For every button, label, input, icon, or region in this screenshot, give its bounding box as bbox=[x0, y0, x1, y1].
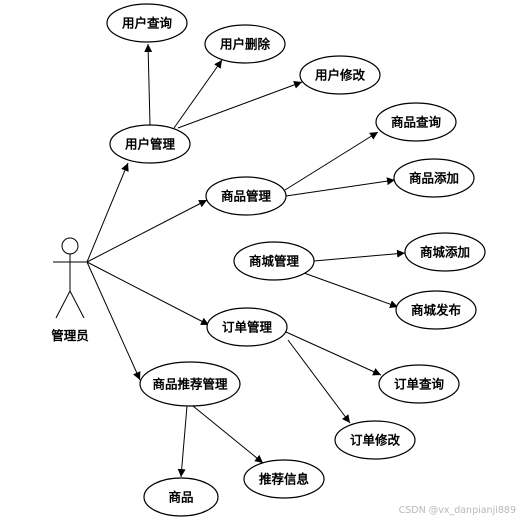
watermark: CSDN @vx_danpianji889 bbox=[399, 505, 516, 516]
use-case-mall-add: 商城添加 bbox=[404, 232, 486, 272]
use-case-label: 订单查询 bbox=[394, 377, 445, 392]
edge-recommend-recommend-info bbox=[192, 405, 264, 464]
edge-admin-goods-mgmt bbox=[86, 199, 208, 263]
use-case-mall-mgmt: 商城管理 bbox=[233, 241, 315, 281]
association-edges bbox=[86, 43, 406, 478]
actor-right-leg bbox=[69, 290, 85, 319]
use-case-label: 商品 bbox=[168, 490, 193, 505]
use-case-mall-publish: 商城发布 bbox=[395, 290, 477, 330]
use-case-user-delete: 用户删除 bbox=[204, 24, 286, 64]
use-case-user-query: 用户查询 bbox=[106, 3, 188, 43]
edge-recommend-goods bbox=[177, 405, 188, 478]
use-case-recommend-info: 推荐信息 bbox=[243, 459, 325, 499]
actor-left-leg bbox=[55, 290, 71, 319]
use-case-label: 商品查询 bbox=[391, 115, 442, 130]
use-case-goods-add: 商品添加 bbox=[393, 158, 475, 198]
use-case-label: 商品管理 bbox=[221, 189, 272, 204]
use-case-recommend-mgmt: 商品推荐管理 bbox=[139, 361, 241, 407]
use-case-label: 用户管理 bbox=[124, 137, 176, 152]
use-case-goods: 商品 bbox=[143, 477, 219, 517]
edge-admin-recommend-mgmt bbox=[86, 261, 141, 381]
use-case-goods-mgmt: 商品管理 bbox=[205, 176, 287, 216]
edge-user-mgmt-user-delete bbox=[173, 59, 223, 129]
use-case-label: 推荐信息 bbox=[259, 472, 310, 487]
use-case-label: 用户查询 bbox=[121, 16, 173, 31]
use-case-order-query: 订单查询 bbox=[378, 364, 460, 404]
use-case-goods-query: 商品查询 bbox=[375, 102, 457, 142]
edge-goods-mgmt-goods-query bbox=[284, 131, 379, 191]
use-case-label: 商品添加 bbox=[409, 171, 459, 186]
edge-order-mgmt-order-edit bbox=[287, 339, 351, 424]
use-case-label: 订单管理 bbox=[222, 320, 273, 335]
use-case-order-mgmt: 订单管理 bbox=[206, 307, 288, 347]
use-case-label: 商城发布 bbox=[411, 303, 462, 318]
use-case-label: 商品推荐管理 bbox=[152, 377, 228, 392]
use-case-label: 订单修改 bbox=[350, 433, 401, 448]
edge-user-mgmt-user-edit bbox=[177, 81, 303, 129]
use-case-label: 商城添加 bbox=[420, 245, 470, 260]
edge-admin-order-mgmt bbox=[86, 261, 210, 326]
edge-mall-mgmt-mall-publish bbox=[303, 272, 399, 309]
use-case-user-edit: 用户修改 bbox=[299, 55, 381, 95]
edge-goods-mgmt-goods-add bbox=[285, 177, 396, 197]
edge-user-mgmt-user-query bbox=[144, 43, 153, 126]
use-case-label: 商城管理 bbox=[249, 254, 300, 269]
actor-admin: 管理员 bbox=[51, 237, 89, 343]
edge-order-mgmt-order-query bbox=[285, 331, 382, 376]
edge-mall-mgmt-mall-add bbox=[313, 249, 406, 262]
actor-head bbox=[61, 237, 79, 255]
use-case-order-edit: 订单修改 bbox=[334, 420, 416, 460]
edge-admin-user-mgmt bbox=[86, 162, 129, 263]
use-case-label: 用户删除 bbox=[219, 37, 271, 52]
use-case-label: 用户修改 bbox=[314, 68, 366, 83]
use-case-user-mgmt: 用户管理 bbox=[109, 124, 191, 164]
actor-label: 管理员 bbox=[51, 328, 89, 343]
